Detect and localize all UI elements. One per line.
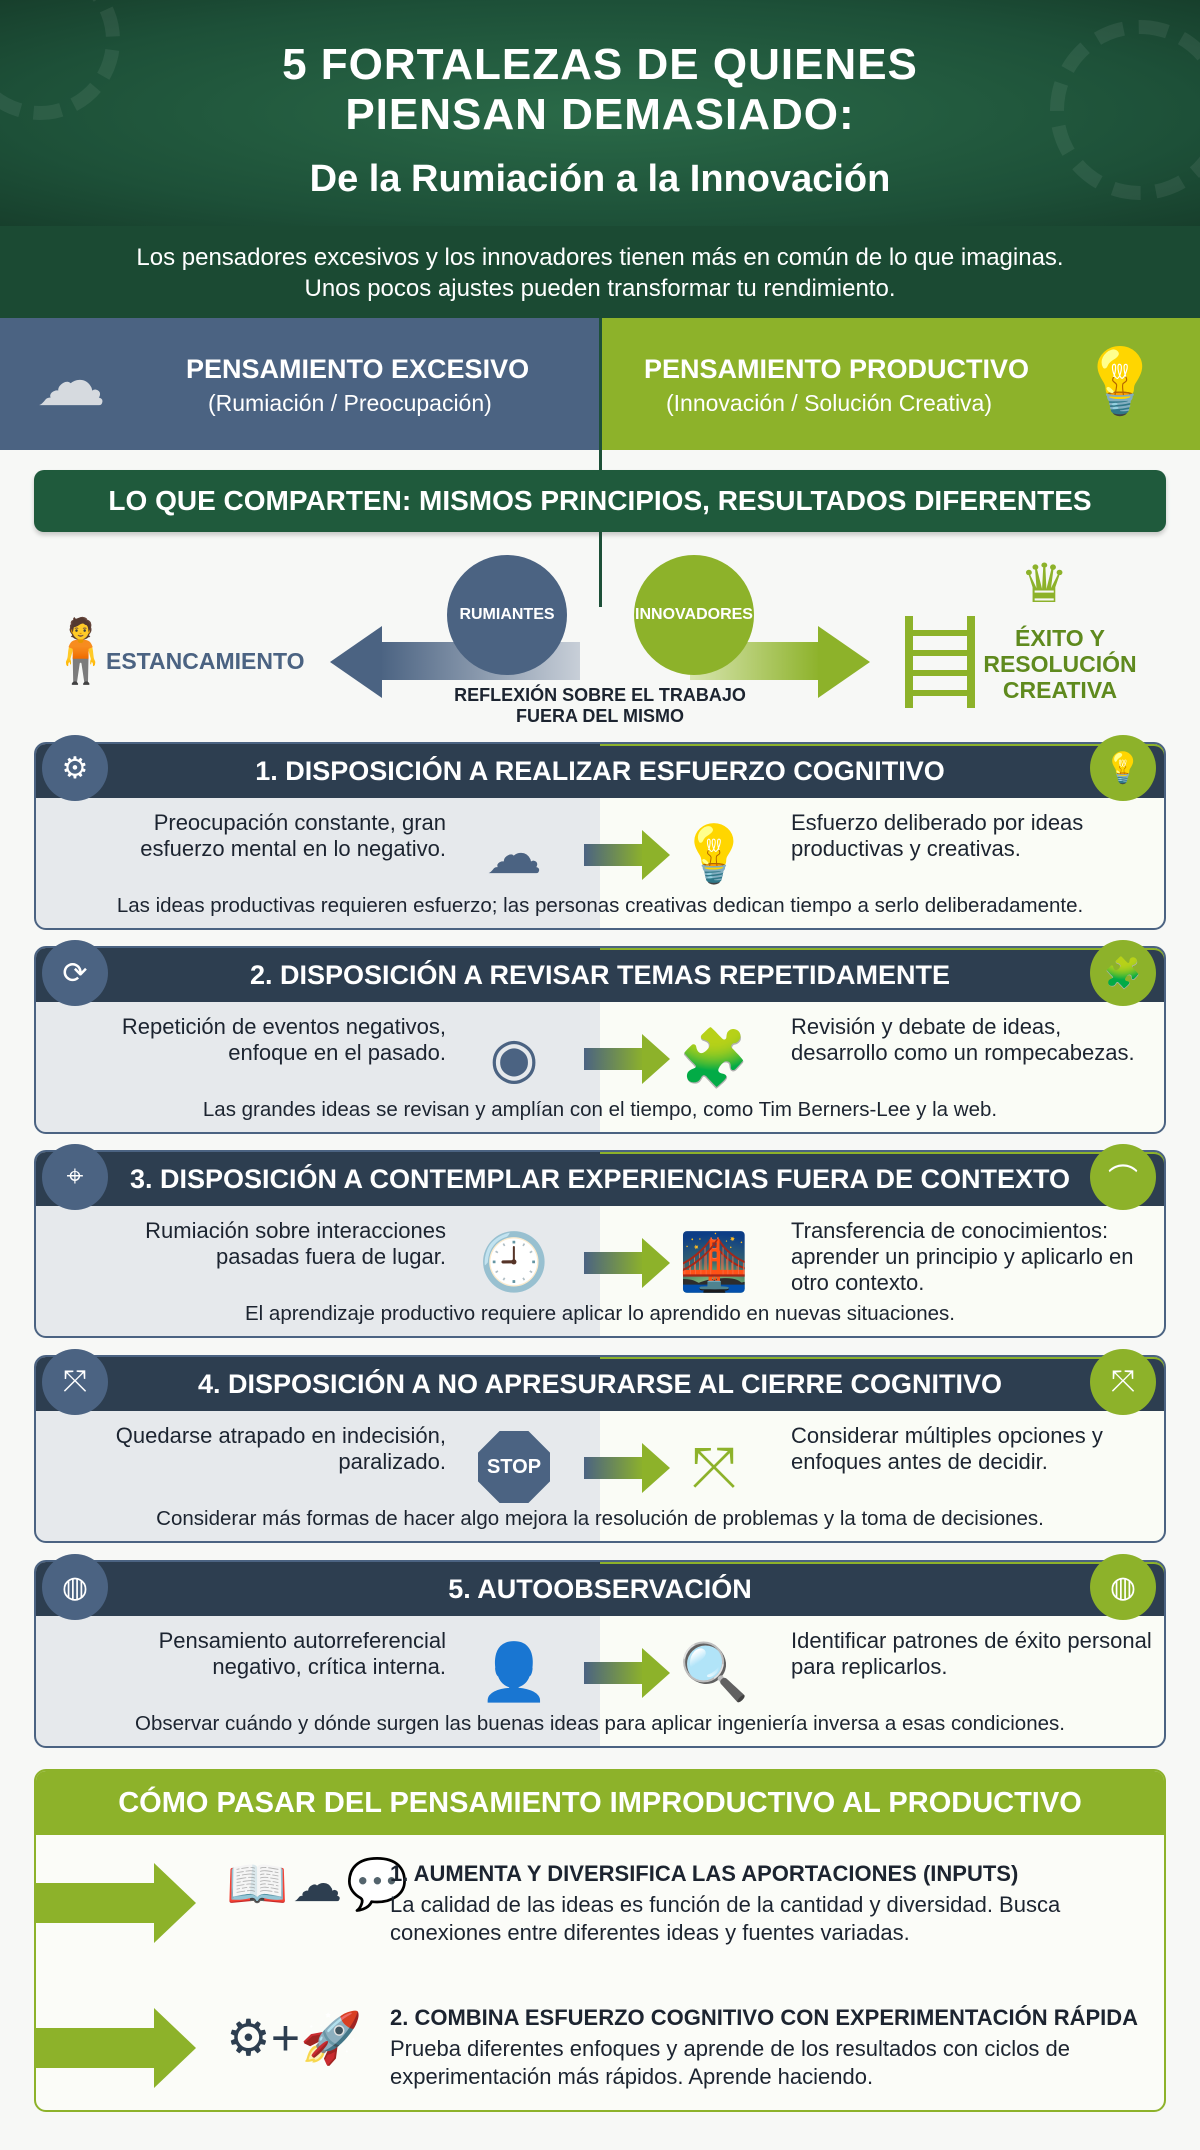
step-heading: 1. AUMENTA Y DIVERSIFICA LAS APORTACIONE… xyxy=(390,1861,1019,1886)
arrow-icon xyxy=(584,1648,670,1698)
tangled-thought-cloud-icon: ☁ xyxy=(36,342,106,420)
brain-plus-rocket-icon: ⚙+🚀 xyxy=(226,2010,363,2066)
left-arrow-head xyxy=(330,626,382,698)
card-footer: Las ideas productivas requieren esfuerzo… xyxy=(116,894,1084,917)
strength-card-1: 1. DISPOSICIÓN A REALIZAR ESFUERZO COGNI… xyxy=(34,742,1166,930)
stressed-person-icon: 👤 xyxy=(479,1640,549,1703)
productive-thinking-panel: PENSAMIENTO PRODUCTIVO (Innovación / Sol… xyxy=(602,318,1200,450)
shared-banner: LO QUE COMPARTEN: MISMOS PRINCIPIOS, RES… xyxy=(34,470,1166,532)
lightbulb-icon: 💡 xyxy=(679,822,749,885)
card-negative-text: Rumiación sobre interacciones pasadas fu… xyxy=(145,1218,446,1269)
success-label: ÉXITO Y RESOLUCIÓN CREATIVA xyxy=(983,625,1137,703)
divider xyxy=(599,318,602,478)
split-arrows-icon: ⤧ xyxy=(42,1349,108,1415)
innovadores-circle: INNOVADORES xyxy=(634,555,754,675)
card-negative-text: Repetición de eventos negativos, enfoque… xyxy=(121,1014,446,1065)
excessive-thinking-panel: ☁ PENSAMIENTO EXCESIVO (Rumiación / Preo… xyxy=(0,318,600,450)
left-subtitle: (Rumiación / Preocupación) xyxy=(208,390,492,416)
lightbulb-icon: 💡 xyxy=(1090,735,1156,801)
puzzle-icon: 🧩 xyxy=(1090,940,1156,1006)
lightbulb-icon: 💡 xyxy=(1080,345,1160,417)
right-arrow-head xyxy=(818,626,870,698)
step-heading: 2. COMBINA ESFUERZO COGNITIVO CON EXPERI… xyxy=(390,2005,1139,2030)
card-footer: El aprendizaje productivo requiere aplic… xyxy=(245,1302,955,1325)
strength-card-4: 4. DISPOSICIÓN A NO APRESURARSE AL CIERR… xyxy=(34,1355,1166,1543)
card-positive-text: Transferencia de conocimientos: aprender… xyxy=(791,1218,1134,1295)
refresh-cycle-icon: ⟳ xyxy=(42,940,108,1006)
crown-icon: ♛ xyxy=(1020,554,1069,614)
broken-record-icon: ◉ xyxy=(489,1026,539,1089)
card-negative-text: Preocupación constante, gran esfuerzo me… xyxy=(140,810,446,861)
how-to-section: CÓMO PASAR DEL PENSAMIENTO IMPRODUCTIVO … xyxy=(34,1769,1166,2112)
card-positive-text: Revisión y debate de ideas, desarrollo c… xyxy=(791,1014,1135,1065)
step-text: La calidad de las ideas es función de la… xyxy=(390,1892,1061,1945)
card-footer: Las grandes ideas se revisan y amplían c… xyxy=(202,1098,998,1121)
puzzle-icon: 🧩 xyxy=(679,1026,749,1089)
brain-gear-icon: ⚙ xyxy=(42,735,108,801)
mirror-icon: ◍ xyxy=(1090,1554,1156,1620)
ladder-icon xyxy=(905,616,975,708)
branching-arrows-check-icon: ⤧ xyxy=(691,1434,737,1498)
section-title: CÓMO PASAR DEL PENSAMIENTO IMPRODUCTIVO … xyxy=(36,1771,1164,1835)
split-arrows-check-icon: ⤧ xyxy=(1090,1349,1156,1415)
card-title: 3. DISPOSICIÓN A CONTEMPLAR EXPERIENCIAS… xyxy=(36,1152,1164,1206)
arrow-icon xyxy=(584,1238,670,1288)
card-footer: Observar cuándo y dónde surgen las buena… xyxy=(135,1712,1065,1735)
arrow-icon xyxy=(584,830,670,880)
stop-sign-icon: STOP xyxy=(476,1429,552,1505)
card-positive-text: Identificar patrones de éxito personal p… xyxy=(791,1628,1152,1679)
person-magnifier-icon: 🔍 xyxy=(679,1640,749,1703)
strength-card-2: 2. DISPOSICIÓN A REVISAR TEMAS REPETIDAM… xyxy=(34,946,1166,1134)
arrow-icon xyxy=(36,1863,196,1943)
strength-card-3: 3. DISPOSICIÓN A CONTEMPLAR EXPERIENCIAS… xyxy=(34,1150,1166,1338)
diverse-inputs-icon: 📖☁💬 xyxy=(226,1856,413,1912)
map-pins-icon: ⌖ xyxy=(42,1144,108,1210)
sad-clock-icon: 🕘 xyxy=(479,1230,549,1293)
left-title: PENSAMIENTO EXCESIVO xyxy=(186,354,530,384)
page-subtitle-title: De la Rumiación a la Innovación xyxy=(309,158,891,200)
bridge-icon: ⌒ xyxy=(1090,1144,1156,1210)
stuck-person-icon: 🧍 xyxy=(42,617,120,686)
mirror-icon: ◍ xyxy=(42,1554,108,1620)
strength-card-5: 5. AUTOOBSERVACIÓN Pensamiento autorrefe… xyxy=(34,1560,1166,1748)
card-negative-text: Pensamiento autorreferencial negativo, c… xyxy=(158,1628,446,1679)
card-footer: Considerar más formas de hacer algo mejo… xyxy=(156,1507,1044,1530)
card-positive-text: Esfuerzo deliberado por ideas productiva… xyxy=(791,810,1084,861)
stop-sign-label: STOP xyxy=(478,1431,550,1503)
arrow-icon xyxy=(584,1034,670,1084)
stagnation-label: ESTANCAMIENTO xyxy=(106,648,305,674)
card-title: 4. DISPOSICIÓN A NO APRESURARSE AL CIERR… xyxy=(36,1357,1164,1411)
arrow-icon xyxy=(584,1443,670,1493)
dark-cloud-icon: ☁ xyxy=(486,822,542,885)
rumiantes-circle: RUMIANTES xyxy=(447,555,567,675)
card-title: 1. DISPOSICIÓN A REALIZAR ESFUERZO COGNI… xyxy=(36,744,1164,798)
card-title: 5. AUTOOBSERVACIÓN xyxy=(36,1562,1164,1616)
intro-text: Los pensadores excesivos y los innovador… xyxy=(0,226,1200,318)
center-caption: REFLEXIÓN SOBRE EL TRABAJO FUERA DEL MIS… xyxy=(454,685,746,726)
card-title: 2. DISPOSICIÓN A REVISAR TEMAS REPETIDAM… xyxy=(36,948,1164,1002)
card-positive-text: Considerar múltiples opciones y enfoques… xyxy=(791,1423,1103,1474)
card-negative-text: Quedarse atrapado en indecisión, paraliz… xyxy=(115,1423,446,1474)
connector-line xyxy=(599,532,602,607)
right-subtitle: (Innovación / Solución Creativa) xyxy=(666,390,992,416)
arrow-icon xyxy=(36,2008,196,2088)
right-title: PENSAMIENTO PRODUCTIVO xyxy=(644,354,1030,384)
bridge-icon: 🌉 xyxy=(679,1230,749,1293)
step-text: Prueba diferentes enfoques y aprende de … xyxy=(390,2036,1070,2089)
